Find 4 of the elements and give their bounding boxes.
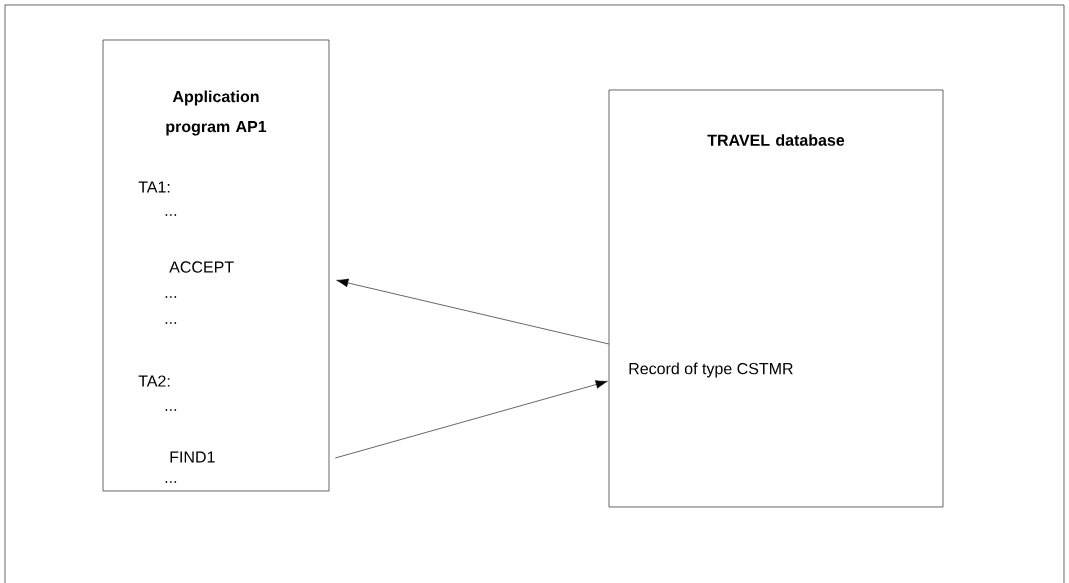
program-box: Application program AP1 TA1: ... ACCEPT ... ... TA2: ... FIND1 ... xyxy=(102,39,330,492)
database-box: TRAVEL database Record of type CSTMR xyxy=(608,89,944,508)
arrow xyxy=(335,380,608,459)
arrow xyxy=(336,278,609,345)
